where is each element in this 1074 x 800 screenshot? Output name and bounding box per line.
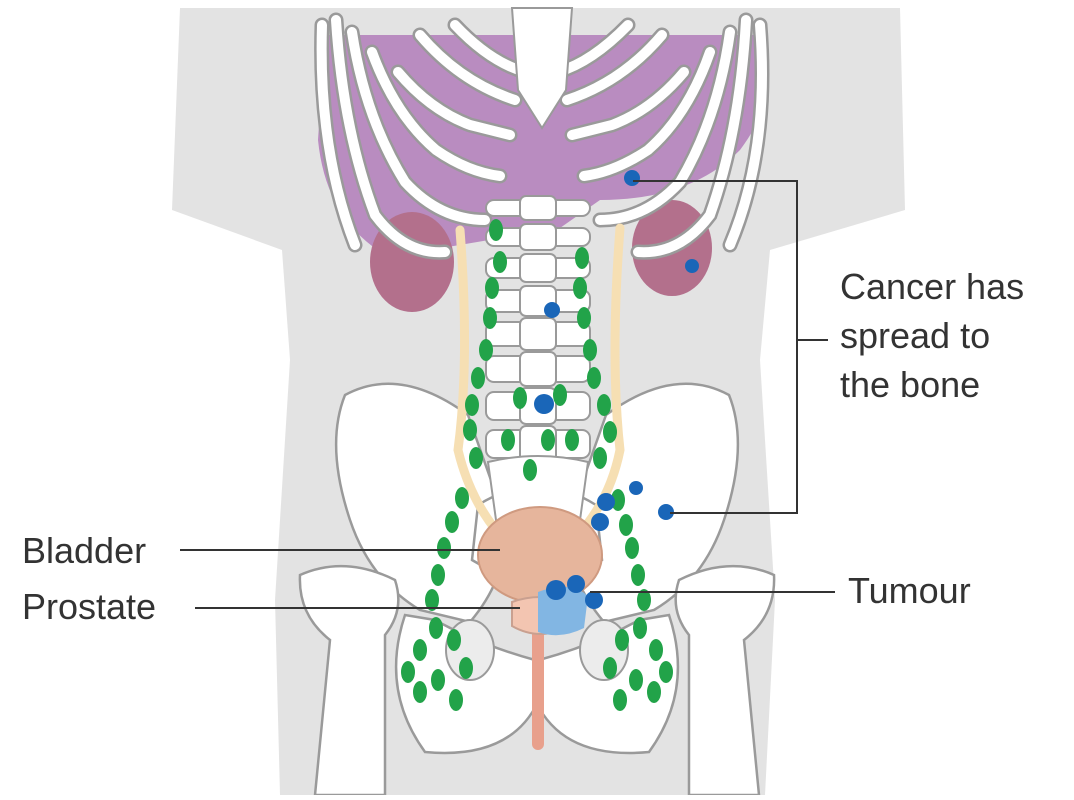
bone-metastasis bbox=[546, 580, 566, 600]
prostate-label: Prostate bbox=[22, 582, 156, 631]
lymph-node bbox=[471, 367, 485, 389]
lymph-node bbox=[413, 639, 427, 661]
lymph-node bbox=[603, 421, 617, 443]
bladder-label: Bladder bbox=[22, 526, 146, 575]
tumour-label: Tumour bbox=[848, 566, 971, 615]
lymph-node bbox=[437, 537, 451, 559]
lymph-node bbox=[573, 277, 587, 299]
bone-metastasis bbox=[685, 259, 699, 273]
lymph-node bbox=[447, 629, 461, 651]
lymph-node bbox=[479, 339, 493, 361]
lymph-node bbox=[619, 514, 633, 536]
lymph-node bbox=[501, 429, 515, 451]
lymph-node bbox=[401, 661, 415, 683]
bone-metastasis bbox=[597, 493, 615, 511]
lymph-node bbox=[629, 669, 643, 691]
lymph-node bbox=[553, 384, 567, 406]
bone-metastasis bbox=[544, 302, 560, 318]
lymph-node bbox=[647, 681, 661, 703]
lymph-node bbox=[541, 429, 555, 451]
lymph-node bbox=[575, 247, 589, 269]
lymph-node bbox=[449, 689, 463, 711]
lymph-node bbox=[633, 617, 647, 639]
lymph-node bbox=[631, 564, 645, 586]
lymph-node bbox=[485, 277, 499, 299]
lymph-node bbox=[465, 394, 479, 416]
lymph-node bbox=[625, 537, 639, 559]
lymph-node bbox=[489, 219, 503, 241]
lymph-node bbox=[463, 419, 477, 441]
lymph-node bbox=[445, 511, 459, 533]
lymph-node bbox=[431, 669, 445, 691]
lymph-node bbox=[577, 307, 591, 329]
lymph-node bbox=[603, 657, 617, 679]
lymph-node bbox=[587, 367, 601, 389]
lymph-node bbox=[597, 394, 611, 416]
vertebra bbox=[486, 318, 590, 350]
lymph-node bbox=[659, 661, 673, 683]
lymph-node bbox=[583, 339, 597, 361]
bone-spread-label-line-1: Cancer has bbox=[840, 262, 1024, 311]
lymph-node bbox=[593, 447, 607, 469]
lymph-node bbox=[483, 307, 497, 329]
lymph-node bbox=[513, 387, 527, 409]
bone-spread-label-line-2: spread to bbox=[840, 311, 1024, 360]
lymph-node bbox=[613, 689, 627, 711]
lymph-node bbox=[431, 564, 445, 586]
lymph-node bbox=[469, 447, 483, 469]
bone-metastasis bbox=[629, 481, 643, 495]
lymph-node bbox=[459, 657, 473, 679]
lymph-node bbox=[413, 681, 427, 703]
spine bbox=[486, 196, 590, 530]
bone-spread-label-line-3: the bone bbox=[840, 360, 1024, 409]
lymph-node bbox=[649, 639, 663, 661]
lymph-node bbox=[523, 459, 537, 481]
bone-metastasis bbox=[585, 591, 603, 609]
vertebra bbox=[486, 352, 590, 386]
lymph-node bbox=[455, 487, 469, 509]
bone-metastasis bbox=[534, 394, 554, 414]
lymph-node bbox=[429, 617, 443, 639]
bone-spread-label: Cancer has spread to the bone bbox=[840, 262, 1024, 409]
bone-metastasis bbox=[591, 513, 609, 531]
lymph-node bbox=[615, 629, 629, 651]
bone-metastasis bbox=[567, 575, 585, 593]
lymph-node bbox=[565, 429, 579, 451]
lymph-node bbox=[493, 251, 507, 273]
vertebra bbox=[486, 196, 590, 220]
bone-metastasis bbox=[624, 170, 640, 186]
